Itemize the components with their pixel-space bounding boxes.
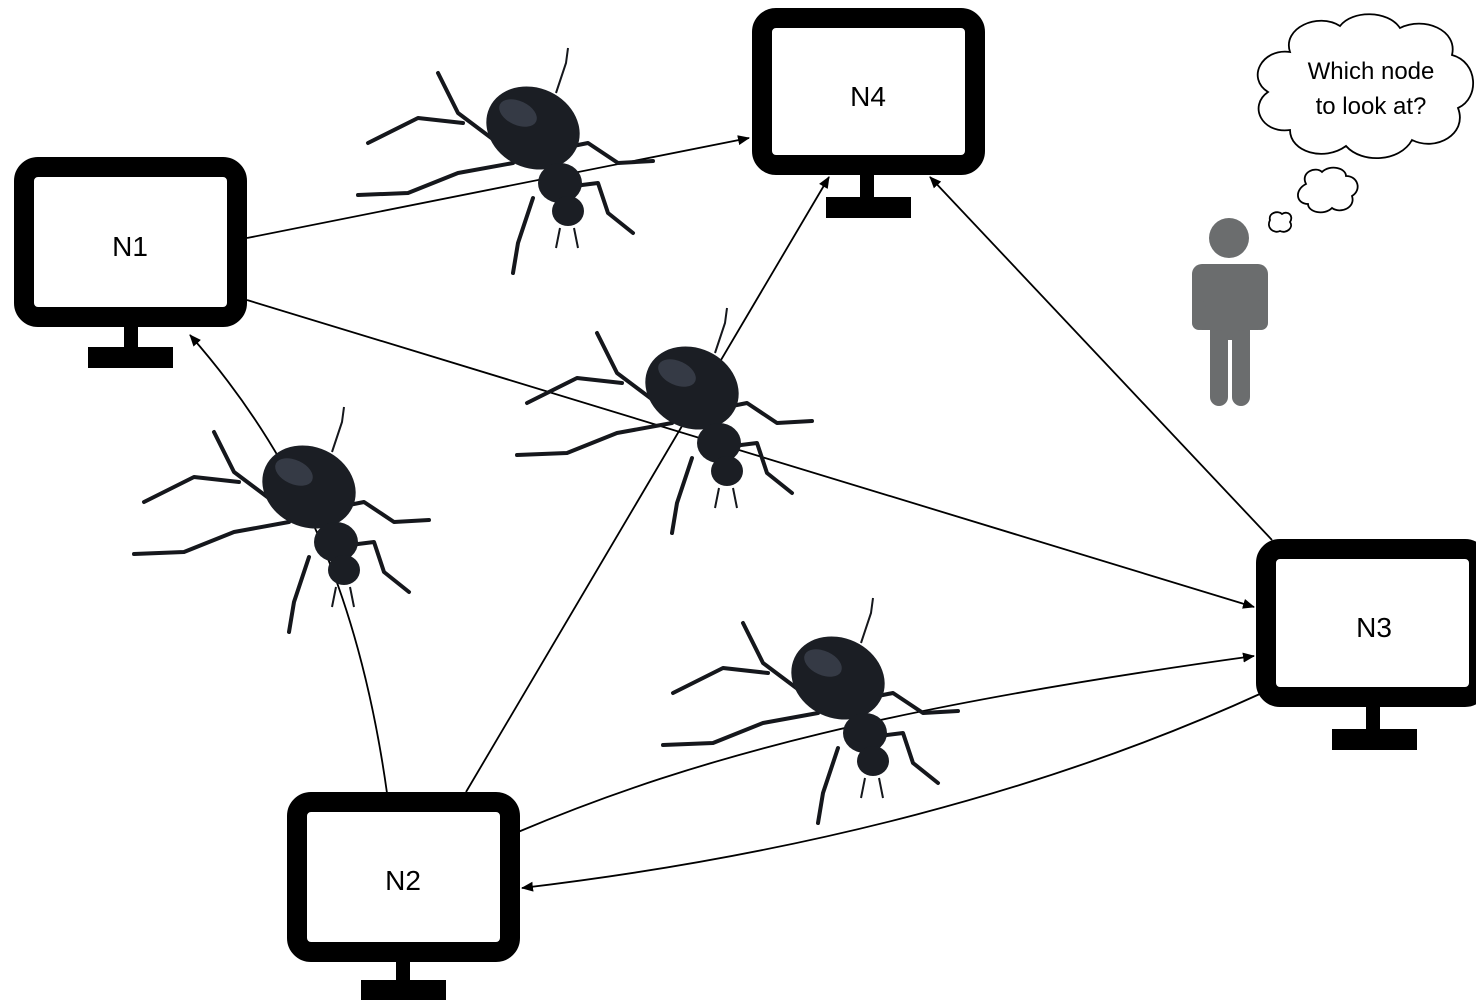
beetle-icon <box>661 596 960 825</box>
person-icon <box>1192 218 1268 406</box>
edge-n1-n3 <box>246 299 1255 609</box>
node-label: N2 <box>385 865 421 896</box>
node-n2[interactable]: N2 <box>287 792 520 1000</box>
edge-n3-n4 <box>929 176 1273 541</box>
edge-n1-n4 <box>246 135 750 239</box>
node-label: N1 <box>112 231 148 262</box>
beetle-icon <box>132 405 431 634</box>
node-n1[interactable]: N1 <box>14 157 247 368</box>
node-label: N4 <box>850 81 886 112</box>
thought-bubble-icon <box>1256 13 1474 233</box>
edge-n2-n3 <box>517 652 1255 833</box>
beetle-icon <box>356 46 655 275</box>
thought-text-line-2: to look at? <box>1316 93 1427 120</box>
node-label: N3 <box>1356 612 1392 643</box>
computer-monitor-icon <box>1256 539 1476 750</box>
computer-monitor-icon <box>287 792 520 1000</box>
beetle-icon <box>515 306 814 535</box>
edges <box>189 135 1273 892</box>
edge-n3-n2 <box>521 692 1263 892</box>
computer-monitor-icon <box>14 157 247 368</box>
thought-text-line-1: Which node <box>1308 58 1435 85</box>
node-n3[interactable]: N3 <box>1256 539 1476 750</box>
edge-n2-n4 <box>465 176 830 793</box>
computer-monitor-icon <box>752 8 985 218</box>
node-n4[interactable]: N4 <box>752 8 985 218</box>
